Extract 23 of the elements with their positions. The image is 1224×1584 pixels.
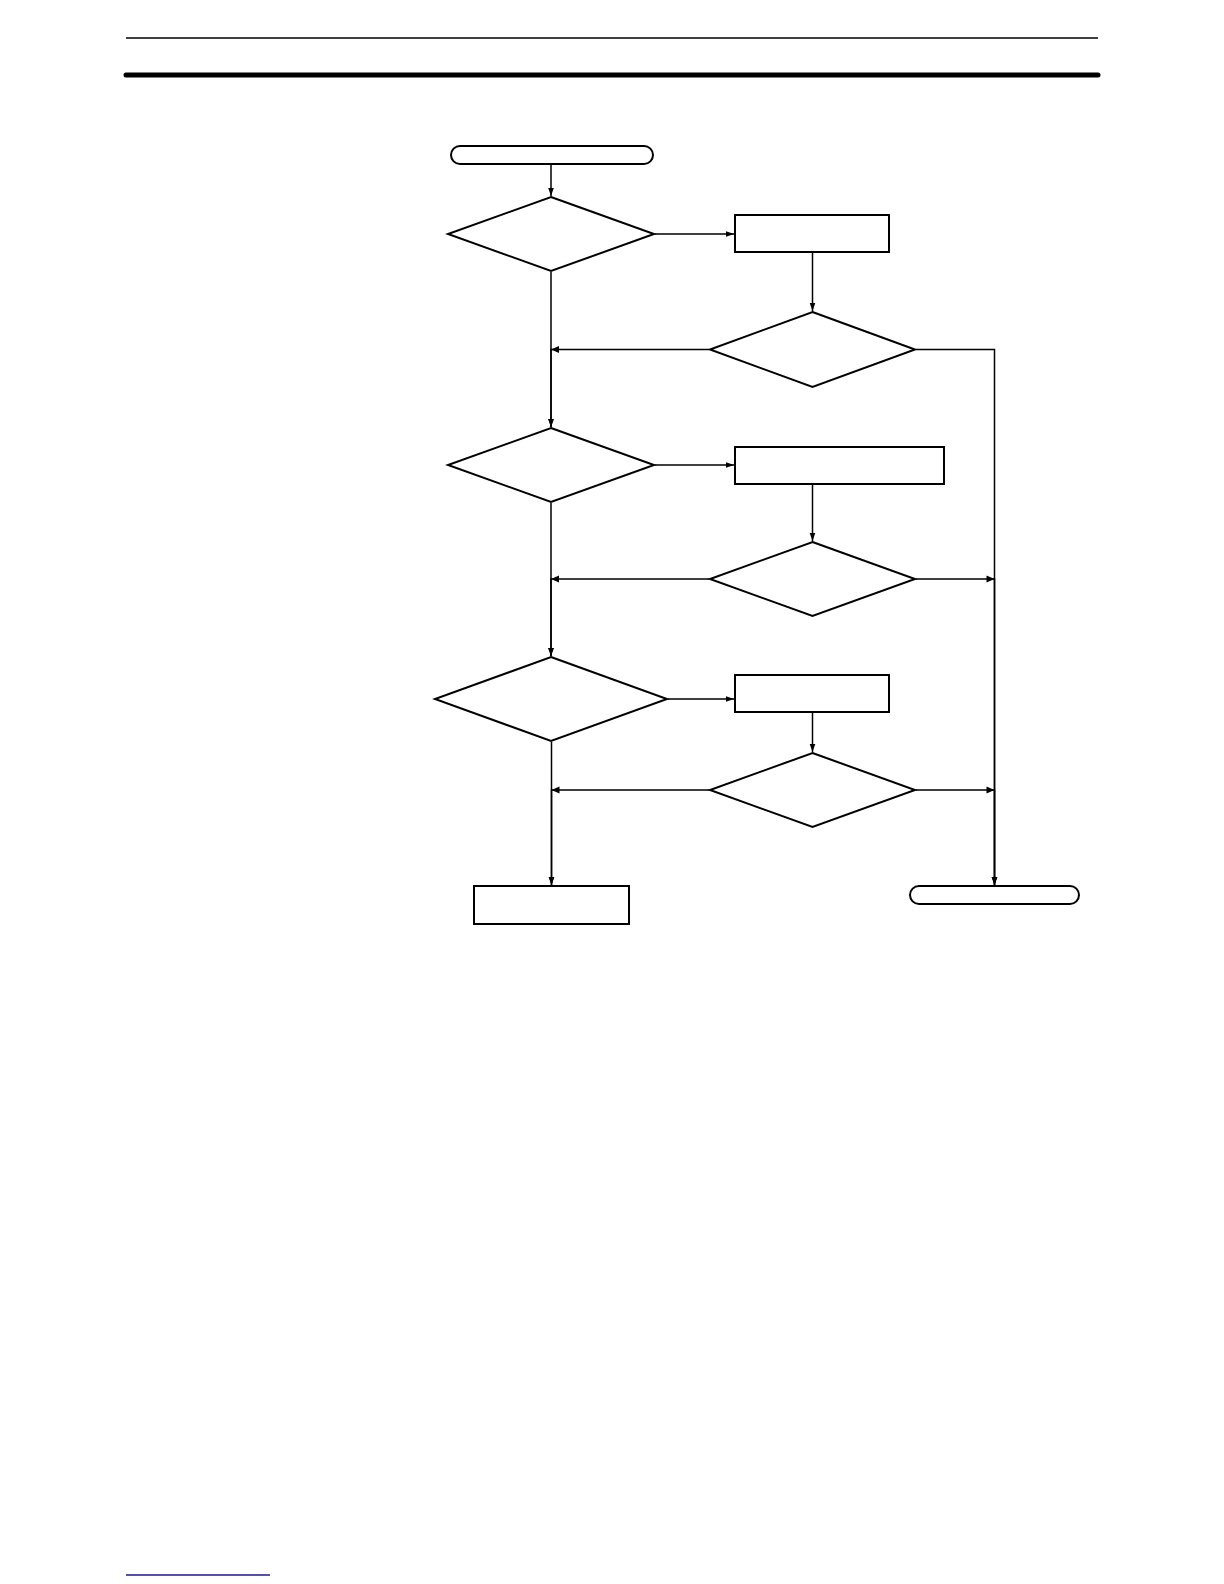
- arrow: [654, 462, 735, 468]
- arrow: [654, 231, 735, 237]
- terminal-shape: [909, 885, 1080, 905]
- arrow: [809, 484, 816, 542]
- terminal-shape: [450, 145, 654, 165]
- process-box: [734, 446, 945, 485]
- decision-diamond: [709, 541, 916, 617]
- arrow: [667, 696, 735, 702]
- arrow: [548, 786, 710, 886]
- process-box: [473, 885, 630, 925]
- arrow: [809, 252, 816, 312]
- decision-diamond: [709, 752, 916, 828]
- process-box: [734, 674, 890, 713]
- arrow: [548, 164, 554, 197]
- arrow: [809, 712, 816, 753]
- process-box: [734, 214, 890, 253]
- decision-diamond: [447, 196, 655, 272]
- arrow: [548, 575, 710, 657]
- arrow: [548, 346, 710, 428]
- decision-diamond: [447, 427, 655, 503]
- decision-diamond: [709, 311, 916, 388]
- decision-diamond: [434, 656, 668, 742]
- arrow: [915, 786, 998, 886]
